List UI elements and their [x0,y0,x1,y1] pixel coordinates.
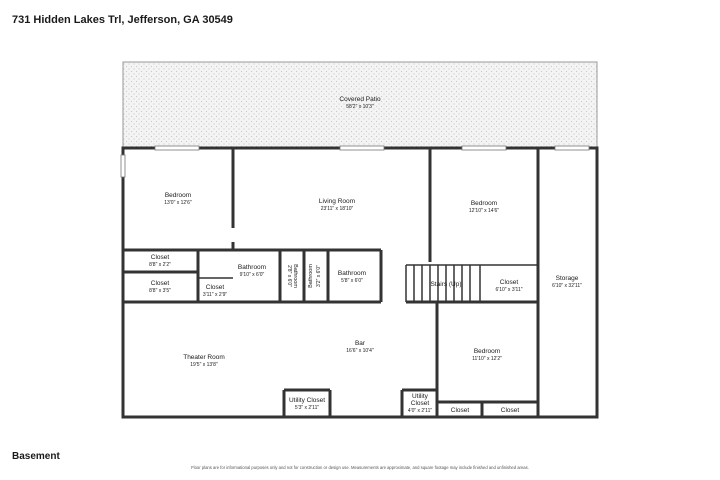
closet-bottom-2-label: Closet [501,407,520,414]
bar-label: Bar [355,340,366,347]
interior-walls [123,148,540,417]
closet-2-dims: 8'8" x 3'5" [149,288,171,294]
bedroom-right-label: Bedroom [471,200,497,207]
bedroom-bottom-dims: 11'10" x 12'2" [472,356,502,362]
bathroom-v2-dims: 3'2" x 6'0" [316,265,322,287]
theater-room-dims: 19'5" x 13'8" [190,362,218,368]
stairs-label: Stairs (Up) [430,281,461,288]
property-address: 731 Hidden Lakes Trl, Jefferson, GA 3054… [12,14,233,26]
theater-room-label: Theater Room [183,354,225,361]
utility-closet-2-label-line1: Utility [412,393,429,400]
disclaimer-text: Floor plans are for informational purpos… [191,465,529,470]
closet-stairs-dims: 6'10" x 3'11" [495,287,522,293]
closet-1-label: Closet [151,254,170,261]
utility-closet-1-dims: 5'3" x 2'11" [295,405,319,411]
window [461,145,507,151]
closet-1-dims: 8'8" x 2'2" [149,262,171,268]
living-room-dims: 23'11" x 18'10" [321,206,354,212]
bedroom-right-dims: 12'10" x 14'6" [469,208,499,214]
closet-stairs-label: Closet [500,279,519,286]
covered-patio-label: Covered Patio [339,96,381,103]
stairs-treads [413,265,471,302]
bedroom-bottom-label: Bedroom [474,348,500,355]
window [154,145,200,151]
closet-2-label: Closet [151,280,170,287]
covered-patio-dims: 58'2" x 10'3" [346,104,374,110]
closet-3-dims: 3'11" x 2'9" [203,292,227,298]
bathroom-main-label: Bathroom [238,264,266,271]
bathroom-v1-dims: 2'8" x 6'0" [286,265,292,287]
covered-patio-area [122,61,598,149]
bedroom-left-label: Bedroom [165,192,191,199]
bedroom-left-dims: 13'0" x 12'6" [164,200,192,206]
bathroom-small-dims: 5'8" x 6'0" [341,278,363,284]
closet-bottom-1-label: Closet [451,407,470,414]
bathroom-v2-label: Bathroom [308,264,314,288]
utility-closet-2-label-line2: Closet [411,400,430,407]
utility-closet-2-dims: 4'0" x 2'11" [408,408,432,414]
utility-closet-1-label: Utility Closet [289,397,325,404]
bar-dims: 16'6" x 10'4" [346,348,374,354]
window [339,145,385,151]
bathroom-main-dims: 9'10" x 6'0" [240,272,265,278]
living-room-label: Living Room [319,198,355,205]
closet-3-label: Closet [206,284,225,291]
floor-level-label: Basement [12,451,60,462]
bathroom-small-label: Bathroom [338,270,366,277]
storage-label: Storage [556,275,579,282]
window [120,154,126,178]
bathroom-v1-label: Bathroom [292,264,298,288]
storage-dims: 6'10" x 32'11" [552,283,582,289]
window [554,145,590,151]
